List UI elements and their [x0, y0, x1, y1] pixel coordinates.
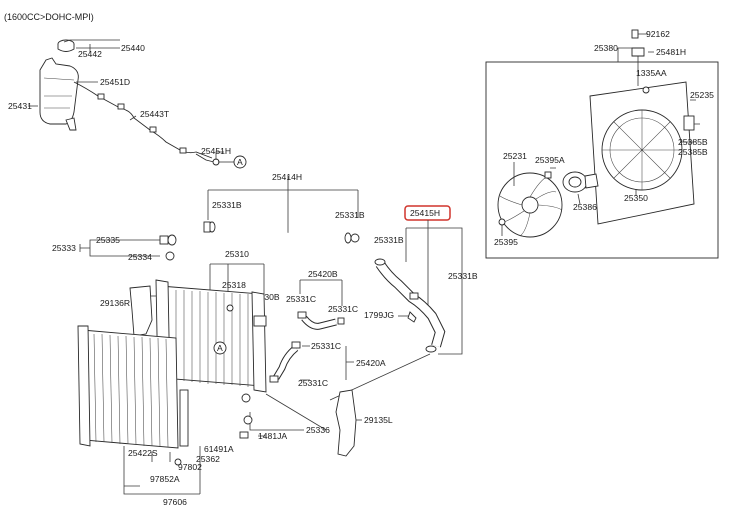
part-25318: 25318 [222, 280, 246, 290]
part-25415H: 25415H [410, 208, 440, 218]
part-25334: 25334 [128, 252, 152, 262]
fan-motor [562, 171, 599, 193]
right-air-guard [335, 389, 357, 457]
part-97852A: 97852A [150, 474, 180, 484]
part-1481JA: 1481JA [258, 431, 287, 441]
part-92162: 92162 [646, 29, 670, 39]
part-97606: 97606 [163, 497, 187, 507]
part-25442: 25442 [78, 49, 102, 59]
part-25395: 25395 [494, 237, 518, 247]
bypass-hose-b [297, 311, 345, 330]
part-29135L: 29135L [364, 415, 393, 425]
part-25331B-d: 25331B [448, 271, 478, 281]
part-25380: 25380 [594, 43, 618, 53]
part-25414H: 25414H [272, 172, 302, 182]
part-25331C-b: 25331C [328, 304, 358, 314]
ref-a-label-2: A [217, 343, 223, 353]
highlighted-part-box [404, 205, 451, 221]
part-25331B-b: 25331B [335, 210, 365, 220]
part-25331B-c: 25331B [374, 235, 404, 245]
part-25386: 25386 [573, 202, 597, 212]
part-25331C-c: 25331C [311, 341, 341, 351]
part-25350: 25350 [624, 193, 648, 203]
lower-radiator-hose [374, 258, 446, 353]
reservoir-cap [57, 39, 75, 52]
part-25395A: 25395A [535, 155, 565, 165]
part-61491A: 61491A [204, 444, 234, 454]
reservoir-tank [39, 57, 79, 131]
part-25231: 25231 [503, 151, 527, 161]
part-25385B-a: 25385B [678, 137, 708, 147]
part-1799JG: 1799JG [364, 310, 394, 320]
ref-a-label-1: A [237, 157, 243, 167]
part-25336: 25336 [306, 425, 330, 435]
drain-plug-set [159, 234, 177, 261]
part-29136R: 29136R [100, 298, 130, 308]
part-25443T: 25443T [140, 109, 170, 119]
fan-shroud [589, 81, 695, 225]
condenser-core [77, 325, 189, 449]
part-25331C-a: 25331C [286, 294, 316, 304]
part-25333: 25333 [52, 243, 76, 253]
part-25440: 25440 [121, 43, 145, 53]
part-25235: 25235 [690, 90, 714, 100]
fan-blade [497, 172, 563, 238]
part-1335AA: 1335AA [636, 68, 667, 78]
part-25331B-a: 25331B [212, 200, 242, 210]
part-25422S: 25422S [128, 448, 158, 458]
part-25420B: 25420B [308, 269, 338, 279]
part-25420A: 25420A [356, 358, 386, 368]
part-25330B: 25330B [250, 292, 280, 302]
part-25481H: 25481H [656, 47, 686, 57]
part-25310: 25310 [225, 249, 249, 259]
bypass-hose-a [269, 341, 301, 383]
engine-spec-label: (1600CC>DOHC-MPI) [4, 12, 94, 22]
part-97802: 97802 [178, 462, 202, 472]
upper-radiator-hose [203, 221, 360, 252]
left-air-guard [129, 285, 153, 337]
part-25362: 25362 [196, 454, 220, 464]
overflow-hose [73, 81, 220, 166]
part-25451H: 25451H [201, 146, 231, 156]
fan-assembly-box [485, 61, 719, 259]
part-25385B-b: 25385B [678, 147, 708, 157]
part-25335: 25335 [96, 235, 120, 245]
part-25331C-d: 25331C [298, 378, 328, 388]
part-25431: 25431 [8, 101, 32, 111]
part-25451D: 25451D [100, 77, 130, 87]
